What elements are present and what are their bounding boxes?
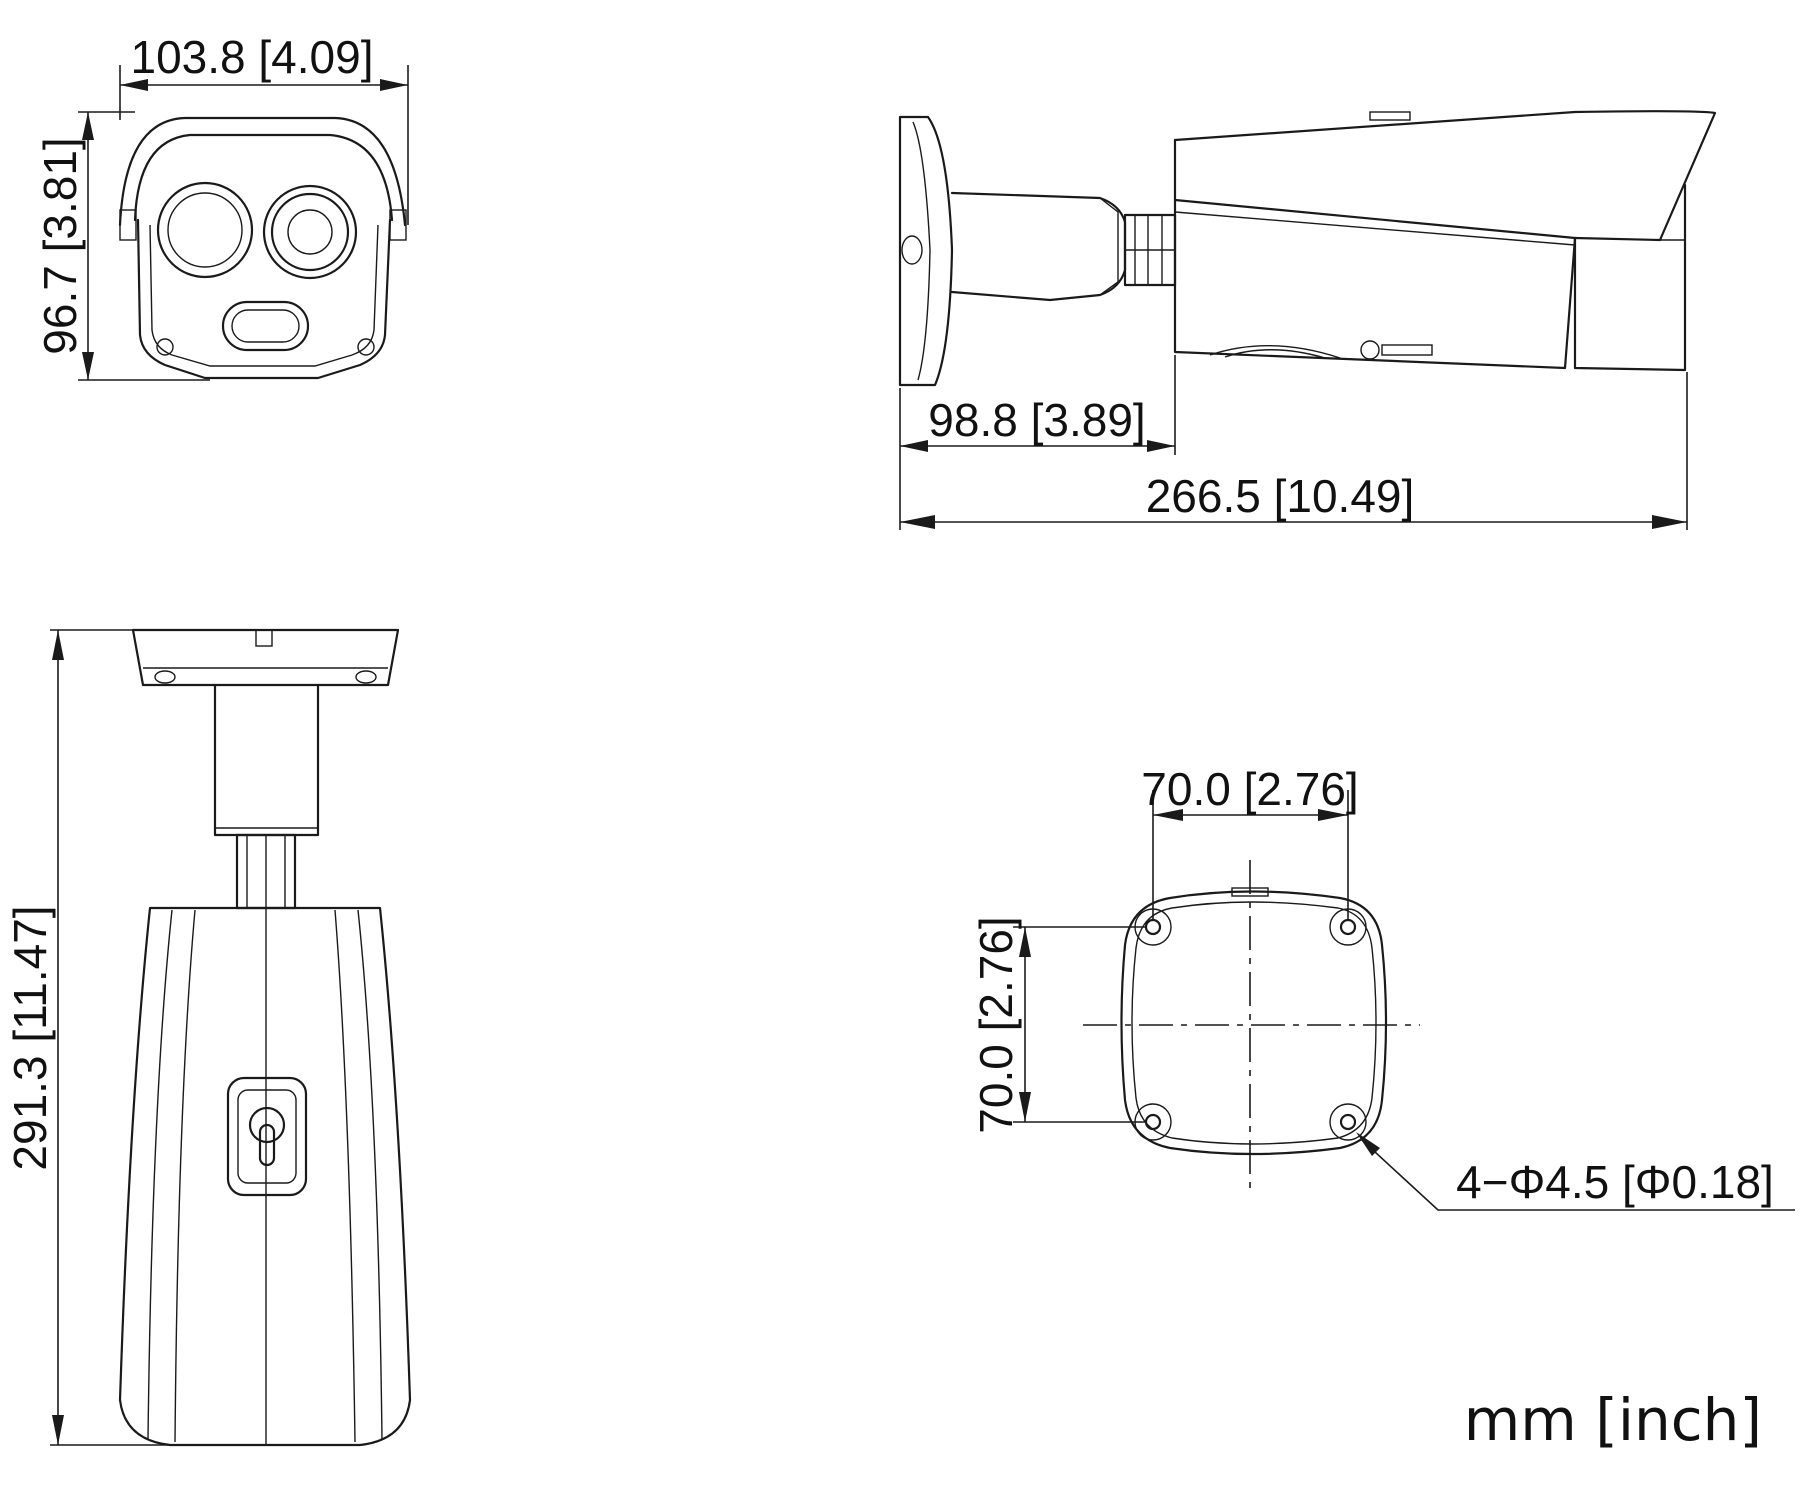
front-width-label: 103.8 [4.09]: [131, 31, 374, 83]
hole-diameter-label: 4−Φ4.5 [Φ0.18]: [1456, 1156, 1774, 1208]
front-height-label: 96.7 [3.81]: [34, 137, 86, 354]
total-length-label: 266.5 [10.49]: [1146, 470, 1415, 522]
base-width-label: 70.0 [2.76]: [1141, 763, 1358, 815]
front-view: 103.8 [4.09] 96.7 [3.81]: [34, 31, 409, 381]
units-label: mm [inch]: [1464, 1386, 1762, 1454]
top-view: 291.3 [11.47]: [4, 628, 412, 1447]
top-length-label: 291.3 [11.47]: [4, 905, 56, 1170]
thermal-lens: [156, 181, 254, 279]
mount-hole: [1339, 1113, 1357, 1131]
visible-lens: [262, 184, 358, 280]
mount-base-view: 70.0 [2.76] 70.0 [2.76] 4−Φ4.5 [Φ0.18]: [970, 763, 1795, 1211]
side-view: 98.8 [3.89] 266.5 [10.49]: [898, 110, 1717, 530]
base-height-label: 70.0 [2.76]: [970, 916, 1022, 1133]
mount-length-label: 98.8 [3.89]: [928, 394, 1145, 446]
mount-hole: [1339, 918, 1357, 936]
mount-hole: [1144, 918, 1162, 936]
mount-hole: [1144, 1113, 1162, 1131]
